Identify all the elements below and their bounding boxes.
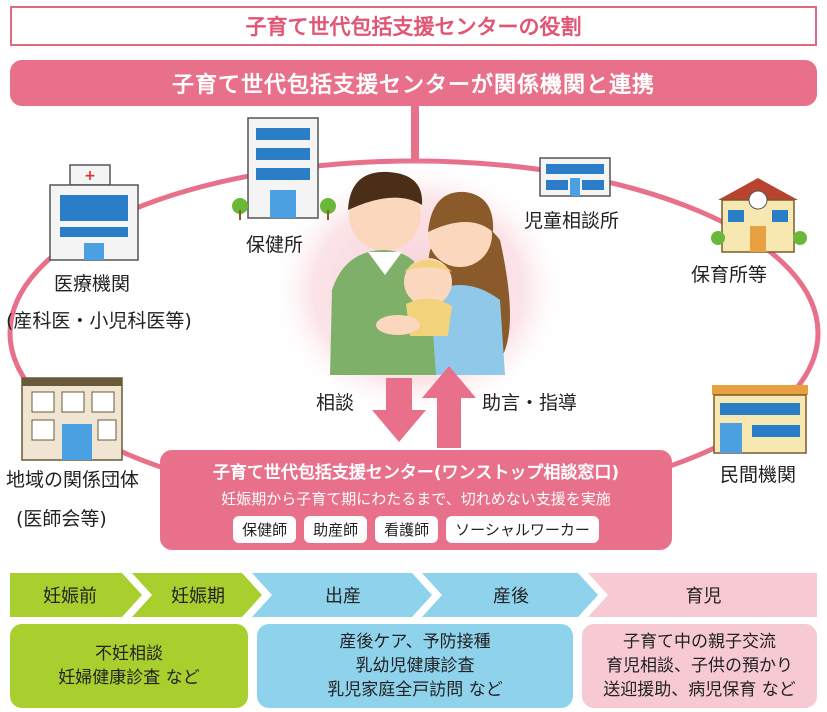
advice-arrow bbox=[422, 366, 476, 448]
label-consult: 相談 bbox=[316, 392, 355, 414]
staff-list: 保健師 助産師 看護師 ソーシャルワーカー bbox=[160, 516, 672, 543]
family-illustration bbox=[330, 171, 510, 375]
stage-childcare: 育児 bbox=[685, 586, 722, 607]
detail-birth-support: 産後ケア、予防接種 乳幼児健康診査 乳児家庭全戸訪問 など bbox=[257, 624, 573, 708]
label-advice: 助言・指導 bbox=[482, 392, 578, 414]
staff-midwife: 助産師 bbox=[304, 516, 368, 543]
label-regional-organization-note: (医師会等) bbox=[16, 508, 107, 530]
private-organization-icon bbox=[712, 385, 808, 454]
staff-nurse: 看護師 bbox=[375, 516, 439, 543]
stage-postpartum: 産後 bbox=[493, 586, 529, 607]
hospital-icon: + bbox=[49, 164, 139, 261]
regional-organization-icon bbox=[21, 377, 123, 461]
stage-chevron-childcare bbox=[588, 573, 817, 617]
detail-childcare-support: 子育て中の親子交流 育児相談、子供の預かり 送迎援助、病児保育 など bbox=[582, 624, 817, 708]
stage-birth: 出産 bbox=[325, 586, 361, 607]
nursery-icon bbox=[711, 178, 807, 253]
staff-social-worker: ソーシャルワーカー bbox=[446, 516, 599, 543]
label-regional-organization: 地域の関係団体 bbox=[6, 469, 140, 491]
label-health-center: 保健所 bbox=[246, 234, 304, 256]
diagram-title: 子育て世代包括支援センターの役割 bbox=[10, 6, 817, 46]
coordination-banner: 子育て世代包括支援センターが関係機関と連携 bbox=[10, 60, 817, 106]
health-center-icon bbox=[232, 117, 336, 220]
label-medical-institution-note: (産科医・小児科医等) bbox=[6, 310, 192, 332]
connector-line bbox=[411, 104, 419, 162]
stage-pregnancy: 妊娠期 bbox=[171, 586, 225, 607]
label-nursery: 保育所等 bbox=[691, 264, 768, 286]
detail-pregnancy-support: 不妊相談 妊婦健康診査 など bbox=[10, 624, 248, 708]
stage-pre-pregnancy: 妊娠前 bbox=[43, 586, 97, 607]
support-center-box: 子育て世代包括支援センター(ワンストップ相談窓口) 妊娠期から子育て期にわたるま… bbox=[160, 450, 672, 550]
child-guidance-center-icon bbox=[539, 157, 611, 197]
stage-chevron-birth bbox=[252, 573, 432, 617]
support-center-subtitle: 妊娠期から子育て期にわたるまで、切れめない支援を実施 bbox=[221, 490, 611, 508]
stage-chevron-postpartum bbox=[422, 573, 598, 617]
label-medical-institution: 医療機関 bbox=[54, 273, 131, 295]
consult-arrow bbox=[372, 378, 426, 442]
label-child-guidance-center: 児童相談所 bbox=[524, 210, 620, 232]
support-center-title: 子育て世代包括支援センター(ワンストップ相談窓口) bbox=[212, 463, 620, 483]
label-private-organization: 民間機関 bbox=[720, 464, 797, 486]
staff-public-health-nurse: 保健師 bbox=[233, 516, 297, 543]
stage-chevron-pregnancy bbox=[132, 573, 262, 617]
stage-chevron-pre-pregnancy bbox=[10, 573, 142, 617]
svg-text:+: + bbox=[84, 168, 96, 184]
